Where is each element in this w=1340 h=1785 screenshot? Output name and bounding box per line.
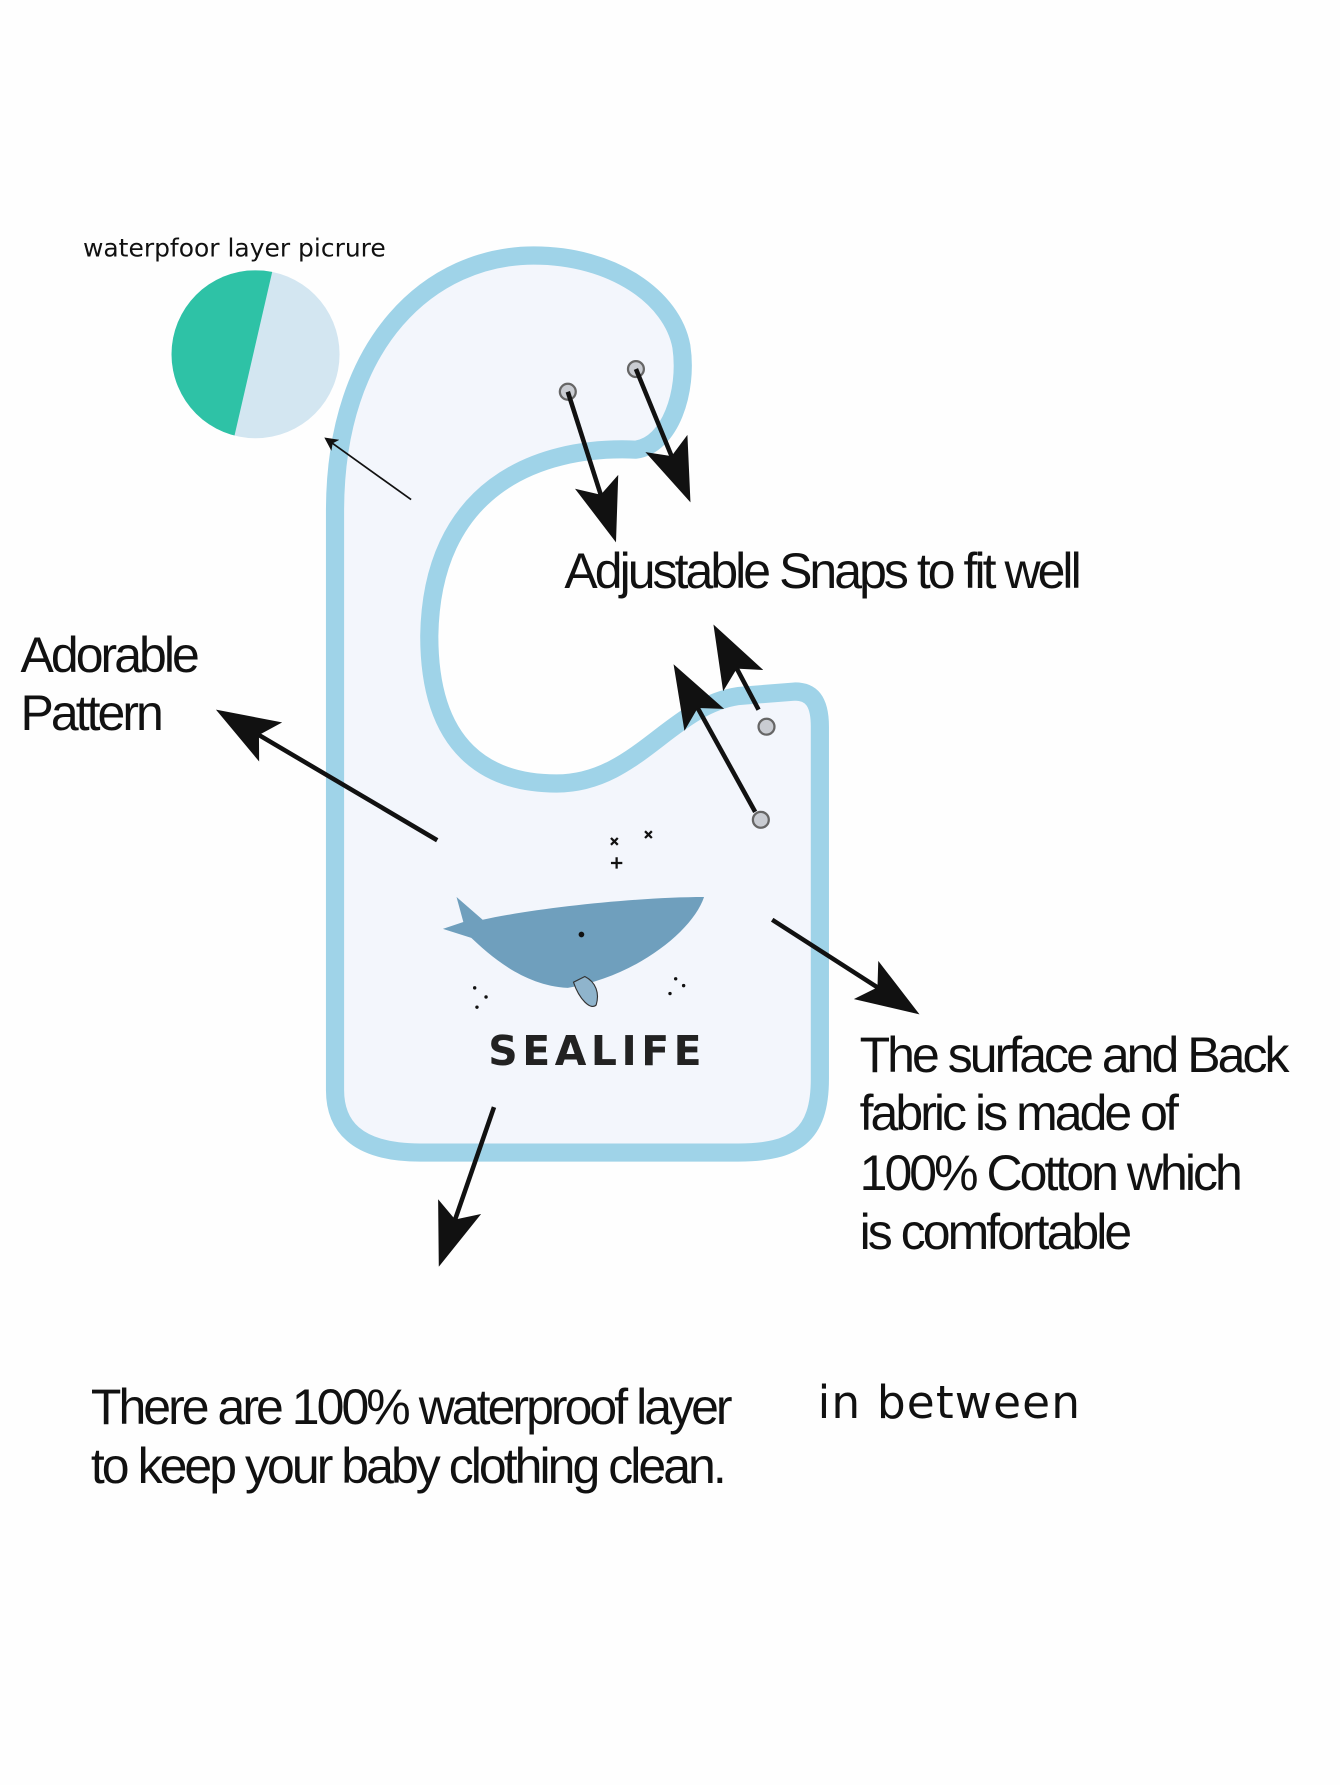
arrow-snap-1 xyxy=(565,391,619,543)
callout-arrows xyxy=(215,368,920,1267)
callout-waterproof-line2: to keep your baby clothing clean. xyxy=(91,1438,724,1494)
callout-fabric-line1: The surface and Back xyxy=(860,1027,1291,1083)
callout-fabric-line3: 100% Cotton which xyxy=(860,1145,1240,1201)
callout-fabric-line2: fabric is made of xyxy=(860,1085,1179,1141)
callout-waterproof-line1: There are 100% waterproof layer xyxy=(91,1379,732,1435)
arrow-inset xyxy=(324,437,412,501)
callout-pattern-line2: Pattern xyxy=(20,685,161,741)
arrow-snap-2 xyxy=(633,368,691,503)
callout-pattern-line1: Adorable xyxy=(20,627,198,683)
waterproof-layer-swatch xyxy=(171,270,340,439)
inset-label: waterpfoor layer picrure xyxy=(83,234,386,263)
callout-waterproof-tail: in between xyxy=(818,1376,1082,1429)
arrow-snap-4 xyxy=(673,664,758,813)
callout-fabric-line4: is comfortable xyxy=(860,1204,1131,1260)
whale-illustration: SEALIFE xyxy=(442,830,706,1075)
snap-icon xyxy=(757,717,776,736)
arrow-waterproof xyxy=(438,1106,497,1267)
snap-icon xyxy=(751,810,770,829)
callout-snaps: Adjustable Snaps to fit well xyxy=(564,543,1078,599)
bib-print-text: SEALIFE xyxy=(488,1027,706,1075)
arrow-snap-3 xyxy=(713,624,764,711)
snap-icons xyxy=(558,359,776,829)
arrow-pattern xyxy=(215,709,439,843)
bib xyxy=(325,246,829,1162)
arrow-fabric xyxy=(770,917,920,1015)
